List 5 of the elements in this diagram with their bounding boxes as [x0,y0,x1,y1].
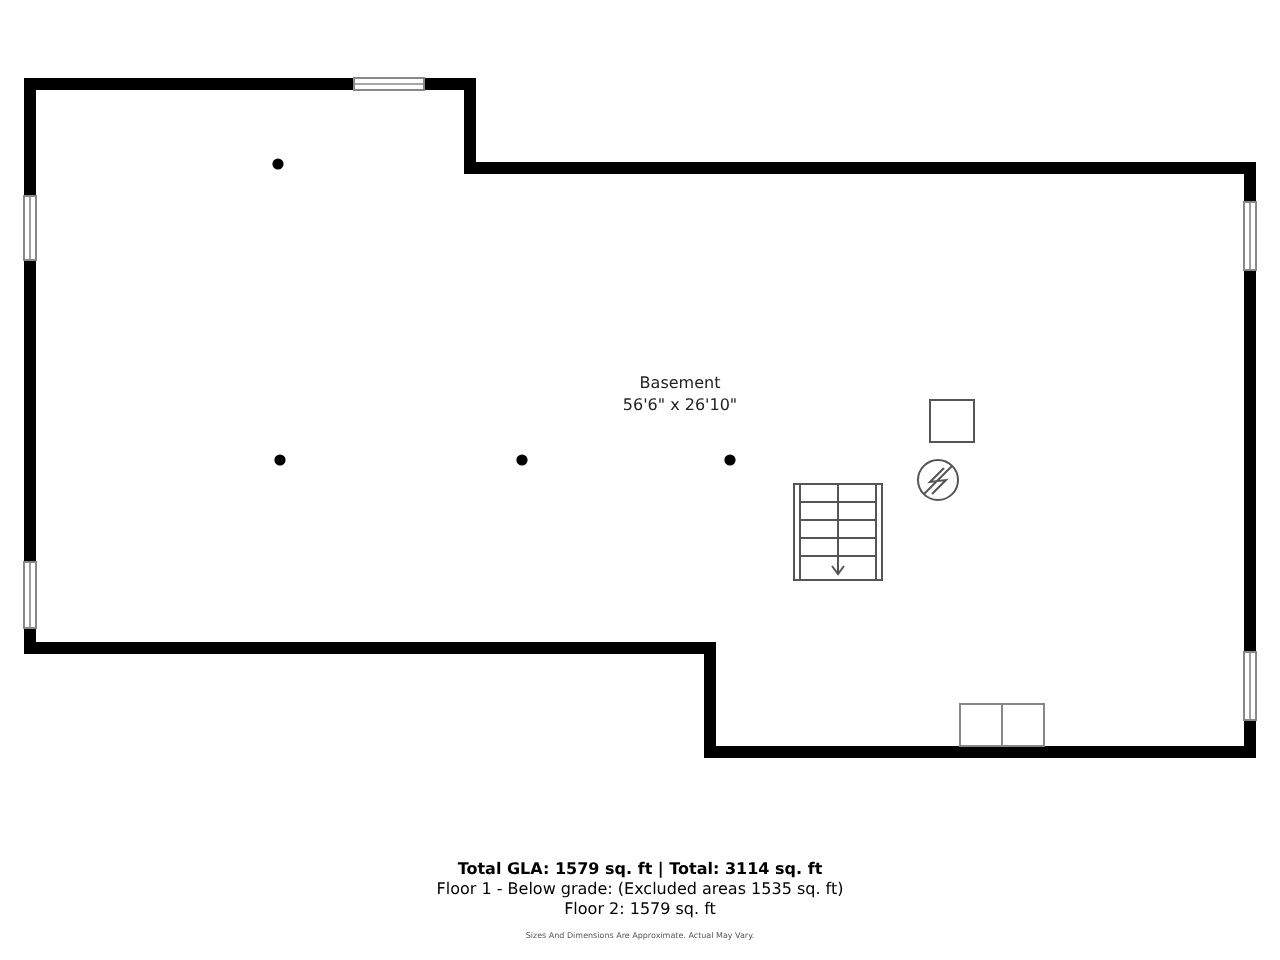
floor-area-note: Floor 1 - Below grade: (Excluded areas 1535 sq. ft) [436,880,844,898]
room-dimensions: 56'6" x 26'10" [622,394,738,416]
room-name: Basement [639,372,721,394]
area-summary: Total GLA: 1579 sq. ft | Total: 3114 sq. ft [457,860,823,878]
floor-area-note: Floor 2: 1579 sq. ft [564,900,716,918]
